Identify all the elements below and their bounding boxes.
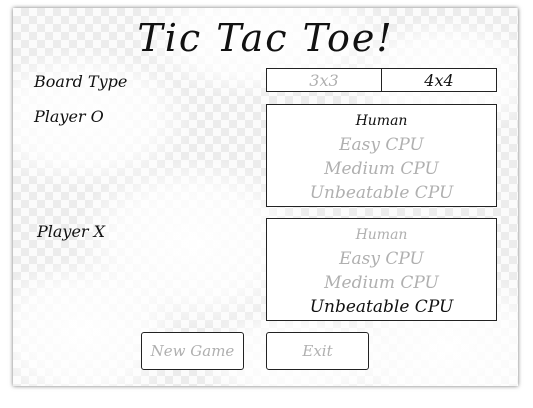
player-x-label: Player X	[37, 222, 106, 241]
board-type-selector: 3x3 4x4	[266, 68, 497, 92]
player-x-option-unbeatable-cpu[interactable]: Unbeatable CPU	[309, 297, 454, 317]
player-x-selector: Human Easy CPU Medium CPU Unbeatable CPU	[266, 218, 497, 321]
game-title: Tic Tac Toe!	[137, 16, 394, 60]
board-type-label: Board Type	[34, 72, 128, 91]
new-game-button[interactable]: New Game	[141, 332, 244, 370]
player-x-option-medium-cpu[interactable]: Medium CPU	[324, 273, 439, 293]
player-o-option-unbeatable-cpu[interactable]: Unbeatable CPU	[309, 183, 454, 203]
player-o-option-easy-cpu[interactable]: Easy CPU	[339, 135, 424, 155]
player-o-selector: Human Easy CPU Medium CPU Unbeatable CPU	[266, 104, 497, 207]
exit-button[interactable]: Exit	[266, 332, 369, 370]
board-option-3x3[interactable]: 3x3	[309, 70, 339, 90]
player-o-label: Player O	[34, 107, 104, 126]
player-o-option-medium-cpu[interactable]: Medium CPU	[324, 159, 439, 179]
player-x-option-human[interactable]: Human	[355, 227, 408, 243]
player-o-option-human[interactable]: Human	[355, 113, 408, 129]
board-option-4x4[interactable]: 4x4	[381, 69, 496, 91]
player-x-option-easy-cpu[interactable]: Easy CPU	[339, 249, 424, 269]
game-window: Tic Tac Toe! Board Type 3x3 4x4 Player O…	[13, 8, 518, 386]
